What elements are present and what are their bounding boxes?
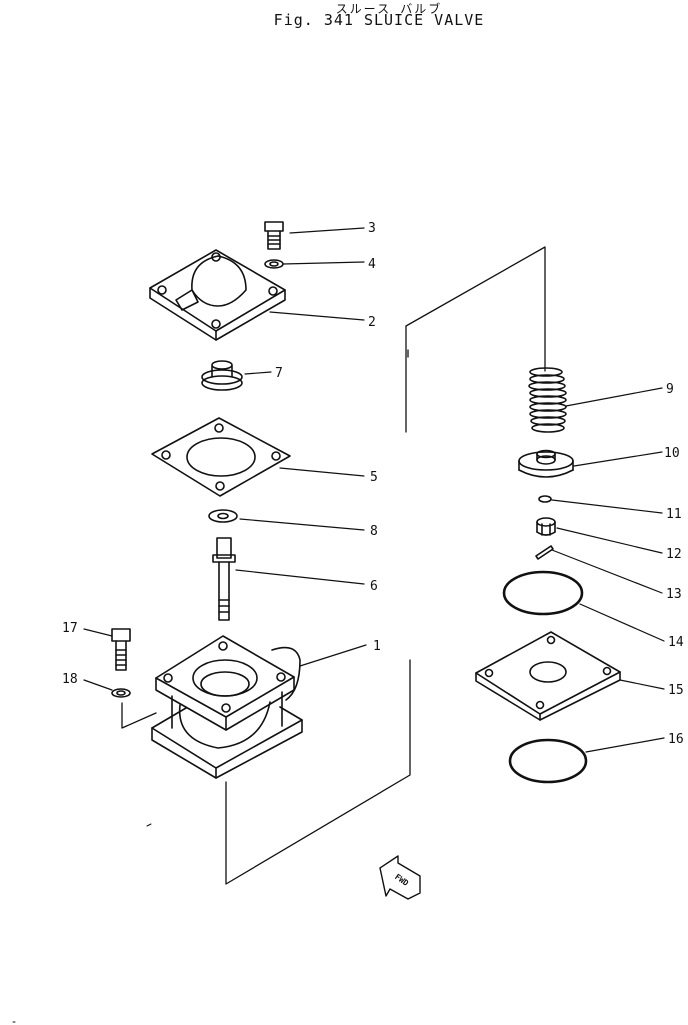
callout-17: 17 (62, 621, 78, 636)
callout-4: 4 (368, 257, 376, 272)
part-10-valve-disc (518, 449, 574, 478)
callout-14: 14 (668, 635, 684, 650)
part-4-washer (264, 259, 284, 269)
callout-18: 18 (62, 672, 78, 687)
callout-5: 5 (370, 470, 378, 485)
callout-labels: 1 2 3 4 5 6 7 8 9 10 11 12 13 14 15 16 1… (62, 221, 684, 747)
callout-9: 9 (666, 382, 674, 397)
part-7-plug (201, 360, 243, 391)
assembly-connection-lines (121, 246, 546, 885)
fwd-arrow-icon: FWD (379, 855, 421, 900)
callout-16: 16 (668, 732, 684, 747)
callout-10: 10 (664, 446, 680, 461)
callout-12: 12 (666, 547, 682, 562)
part-12-nut (536, 517, 556, 536)
callout-6: 6 (370, 579, 378, 594)
part-18-washer (111, 688, 131, 698)
callout-15: 15 (668, 683, 684, 698)
scan-specks (12, 823, 152, 1023)
part-9-spring (528, 367, 567, 433)
leader-lines (83, 227, 665, 753)
callout-7: 7 (275, 366, 283, 381)
callout-11: 11 (666, 507, 682, 522)
callout-8: 8 (370, 524, 378, 539)
part-8-washer (208, 509, 238, 523)
part-5-gasket (151, 417, 291, 497)
part-2-cover (149, 249, 286, 341)
part-17-bolt (111, 628, 131, 671)
part-3-bolt (264, 221, 284, 250)
callout-13: 13 (666, 587, 682, 602)
callout-2: 2 (368, 315, 376, 330)
part-14-o-ring (502, 570, 584, 616)
part-15-plate (475, 631, 621, 721)
fwd-label: FWD (393, 872, 410, 888)
figure-title-japanese: スルース バルブ (335, 2, 443, 16)
part-11-washer (538, 495, 552, 503)
part-1-valve-body (151, 635, 303, 779)
callout-3: 3 (368, 221, 376, 236)
figure-title: Fig. 341 SLUICE VALVE (273, 11, 485, 29)
part-6-stem (212, 537, 236, 621)
part-13-cotter-pin (535, 545, 554, 560)
callout-1: 1 (373, 639, 381, 654)
part-16-o-ring (508, 738, 588, 784)
